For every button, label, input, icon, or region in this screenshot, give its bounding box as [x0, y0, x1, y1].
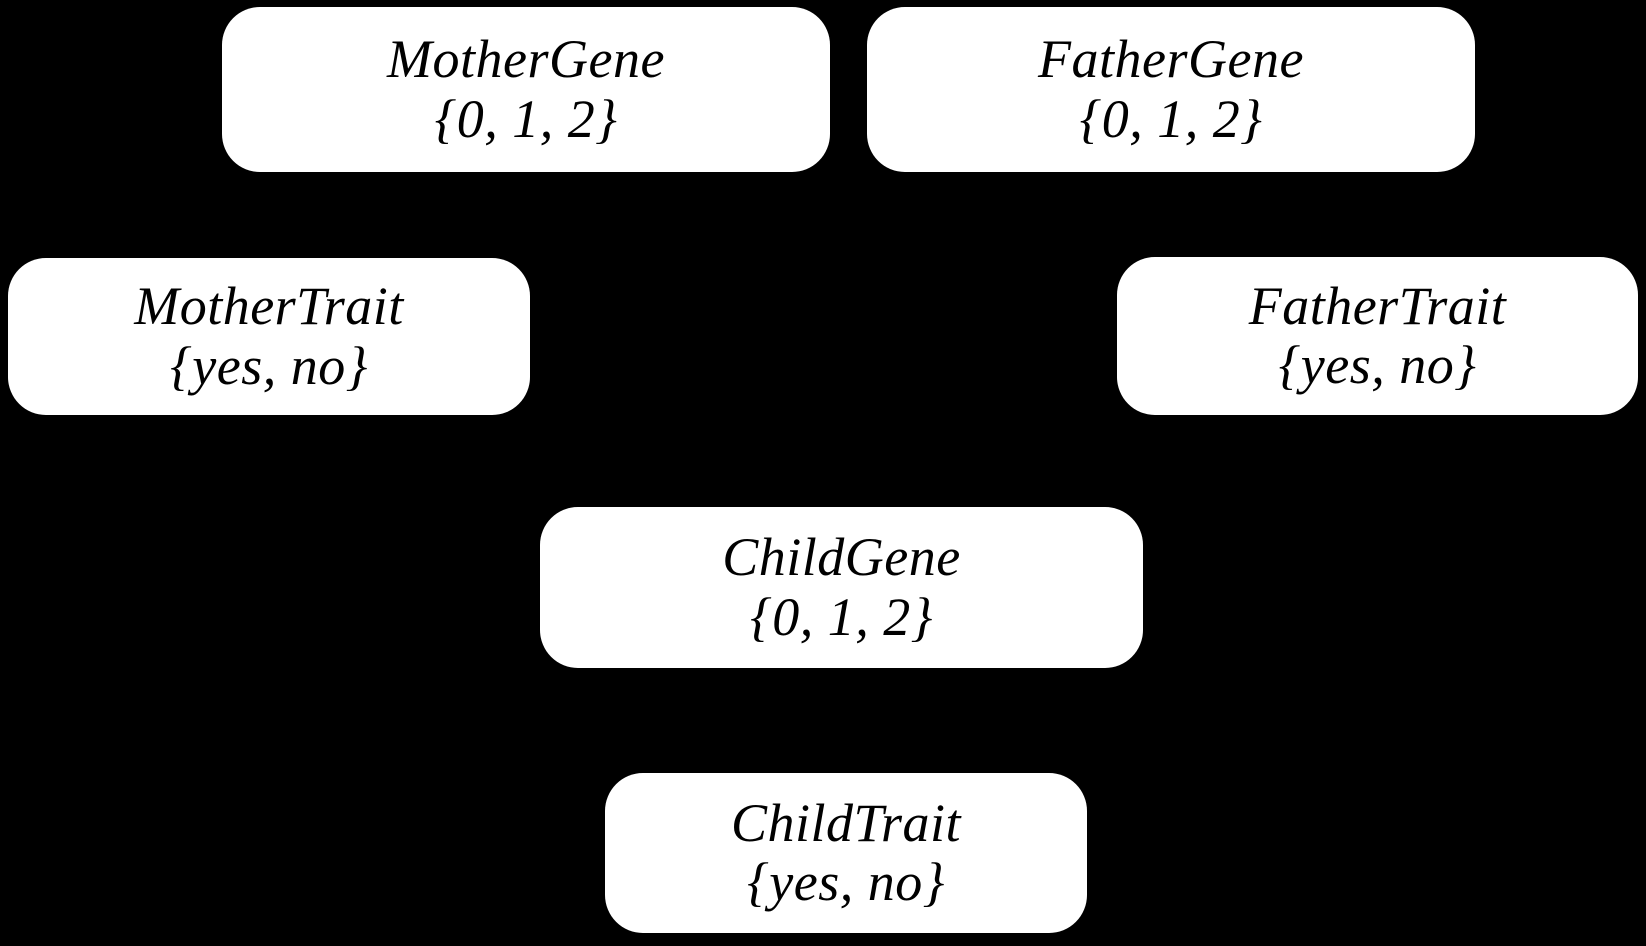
node-mother-trait[interactable]: MotherTrait {yes, no} — [8, 258, 530, 415]
node-father-trait-domain: {yes, no} — [1278, 335, 1477, 395]
node-child-trait[interactable]: ChildTrait {yes, no} — [605, 773, 1087, 933]
node-father-trait-title: FatherTrait — [1248, 275, 1507, 336]
node-mother-gene-title: MotherGene — [387, 29, 665, 90]
node-father-gene[interactable]: FatherGene {0, 1, 2} — [867, 7, 1475, 172]
node-child-gene-domain: {0, 1, 2} — [750, 586, 933, 647]
node-child-gene[interactable]: ChildGene {0, 1, 2} — [540, 507, 1143, 668]
node-child-gene-title: ChildGene — [722, 527, 961, 588]
node-father-gene-title: FatherGene — [1038, 29, 1304, 90]
node-mother-trait-domain: {yes, no} — [170, 335, 368, 396]
node-child-trait-domain: {yes, no} — [747, 852, 945, 912]
node-mother-gene-domain: {0, 1, 2} — [434, 88, 618, 149]
node-mother-trait-title: MotherTrait — [134, 276, 404, 337]
node-father-trait[interactable]: FatherTrait {yes, no} — [1117, 257, 1638, 415]
node-child-trait-title: ChildTrait — [730, 792, 962, 853]
node-mother-gene[interactable]: MotherGene {0, 1, 2} — [222, 7, 830, 172]
node-father-gene-domain: {0, 1, 2} — [1079, 88, 1263, 149]
